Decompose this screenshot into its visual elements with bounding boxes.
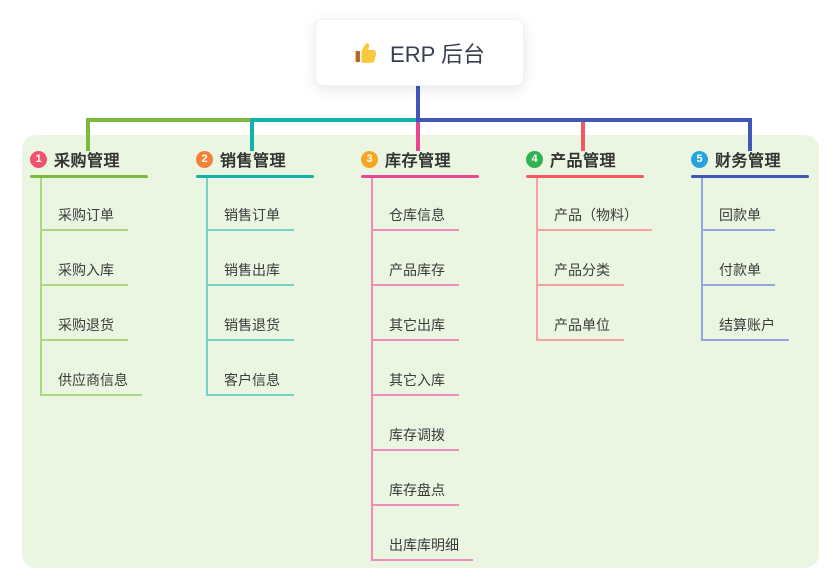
child-node[interactable]: 客户信息 [206,368,294,396]
branch-caiwu: 5 财务管理 回款单 付款单 结算账户 [691,148,839,341]
branch-xiaoshou: 2 销售管理 销售订单 销售出库 销售退货 客户信息 [196,148,346,396]
child-node[interactable]: 出库库明细 [371,533,473,561]
child-node[interactable]: 销售出库 [206,258,294,286]
child-node[interactable]: 产品分类 [536,258,624,286]
branch-spine [206,178,208,394]
branch-underline [526,175,644,178]
branch-label: 财务管理 [715,153,782,170]
branch-kucun: 3 库存管理 仓库信息 产品库存 其它出库 其它入库 库存调拨 库存盘点 出库库… [361,148,511,561]
branches-panel [22,135,819,568]
child-node[interactable]: 采购订单 [40,203,128,231]
connector-drop-branch-3 [416,122,420,151]
root-node[interactable]: ERP 后台 [315,19,524,86]
connector-drop-branch-2 [250,118,254,151]
branch-underline [691,175,809,178]
branch-label: 采购管理 [54,153,121,170]
child-node[interactable]: 付款单 [701,258,775,286]
root-label: ERP 后台 [390,41,485,67]
connector-drop-branch-1 [86,118,90,151]
branch-spine [371,178,373,559]
child-node[interactable]: 供应商信息 [40,368,142,396]
branch-label: 销售管理 [220,153,287,170]
thumbs-up-icon [354,40,380,66]
badge-number: 3 [361,150,378,168]
branch-node-chanpin[interactable]: 4 产品管理 [526,148,676,170]
child-node[interactable]: 销售订单 [206,203,294,231]
branch-label: 库存管理 [385,153,452,170]
connector-bus-segment-1 [86,118,254,122]
connector-drop-branch-5 [748,118,752,151]
branch-spine [701,178,703,339]
child-node[interactable]: 采购入库 [40,258,128,286]
child-node[interactable]: 采购退货 [40,313,128,341]
branch-node-kucun[interactable]: 3 库存管理 [361,148,511,170]
badge-number: 4 [526,150,543,168]
connector-drop-branch-4 [581,122,585,151]
branch-node-caigou[interactable]: 1 采购管理 [30,148,180,170]
badge-number: 1 [30,150,47,168]
badge-number: 2 [196,150,213,168]
child-node[interactable]: 结算账户 [701,313,789,341]
branch-chanpin: 4 产品管理 产品（物料） 产品分类 产品单位 [526,148,676,341]
child-node[interactable]: 产品库存 [371,258,459,286]
branch-underline [361,175,479,178]
child-node[interactable]: 库存调拨 [371,423,459,451]
child-node[interactable]: 库存盘点 [371,478,459,506]
child-node[interactable]: 产品单位 [536,313,624,341]
branch-node-xiaoshou[interactable]: 2 销售管理 [196,148,346,170]
child-node[interactable]: 其它出库 [371,313,459,341]
connector-bus-segment-3 [416,118,752,122]
branch-node-caiwu[interactable]: 5 财务管理 [691,148,839,170]
branch-label: 产品管理 [550,153,617,170]
child-node[interactable]: 仓库信息 [371,203,459,231]
child-node[interactable]: 产品（物料） [536,203,652,231]
branch-underline [196,175,314,178]
child-node[interactable]: 回款单 [701,203,775,231]
connector-bus-segment-2 [250,118,416,122]
branch-caigou: 1 采购管理 采购订单 采购入库 采购退货 供应商信息 [30,148,180,396]
child-node[interactable]: 销售退货 [206,313,294,341]
badge-number: 5 [691,150,708,168]
branch-spine [536,178,538,339]
branch-spine [40,178,42,394]
child-node[interactable]: 其它入库 [371,368,459,396]
connector-root-drop [416,84,420,120]
branch-underline [30,175,148,178]
